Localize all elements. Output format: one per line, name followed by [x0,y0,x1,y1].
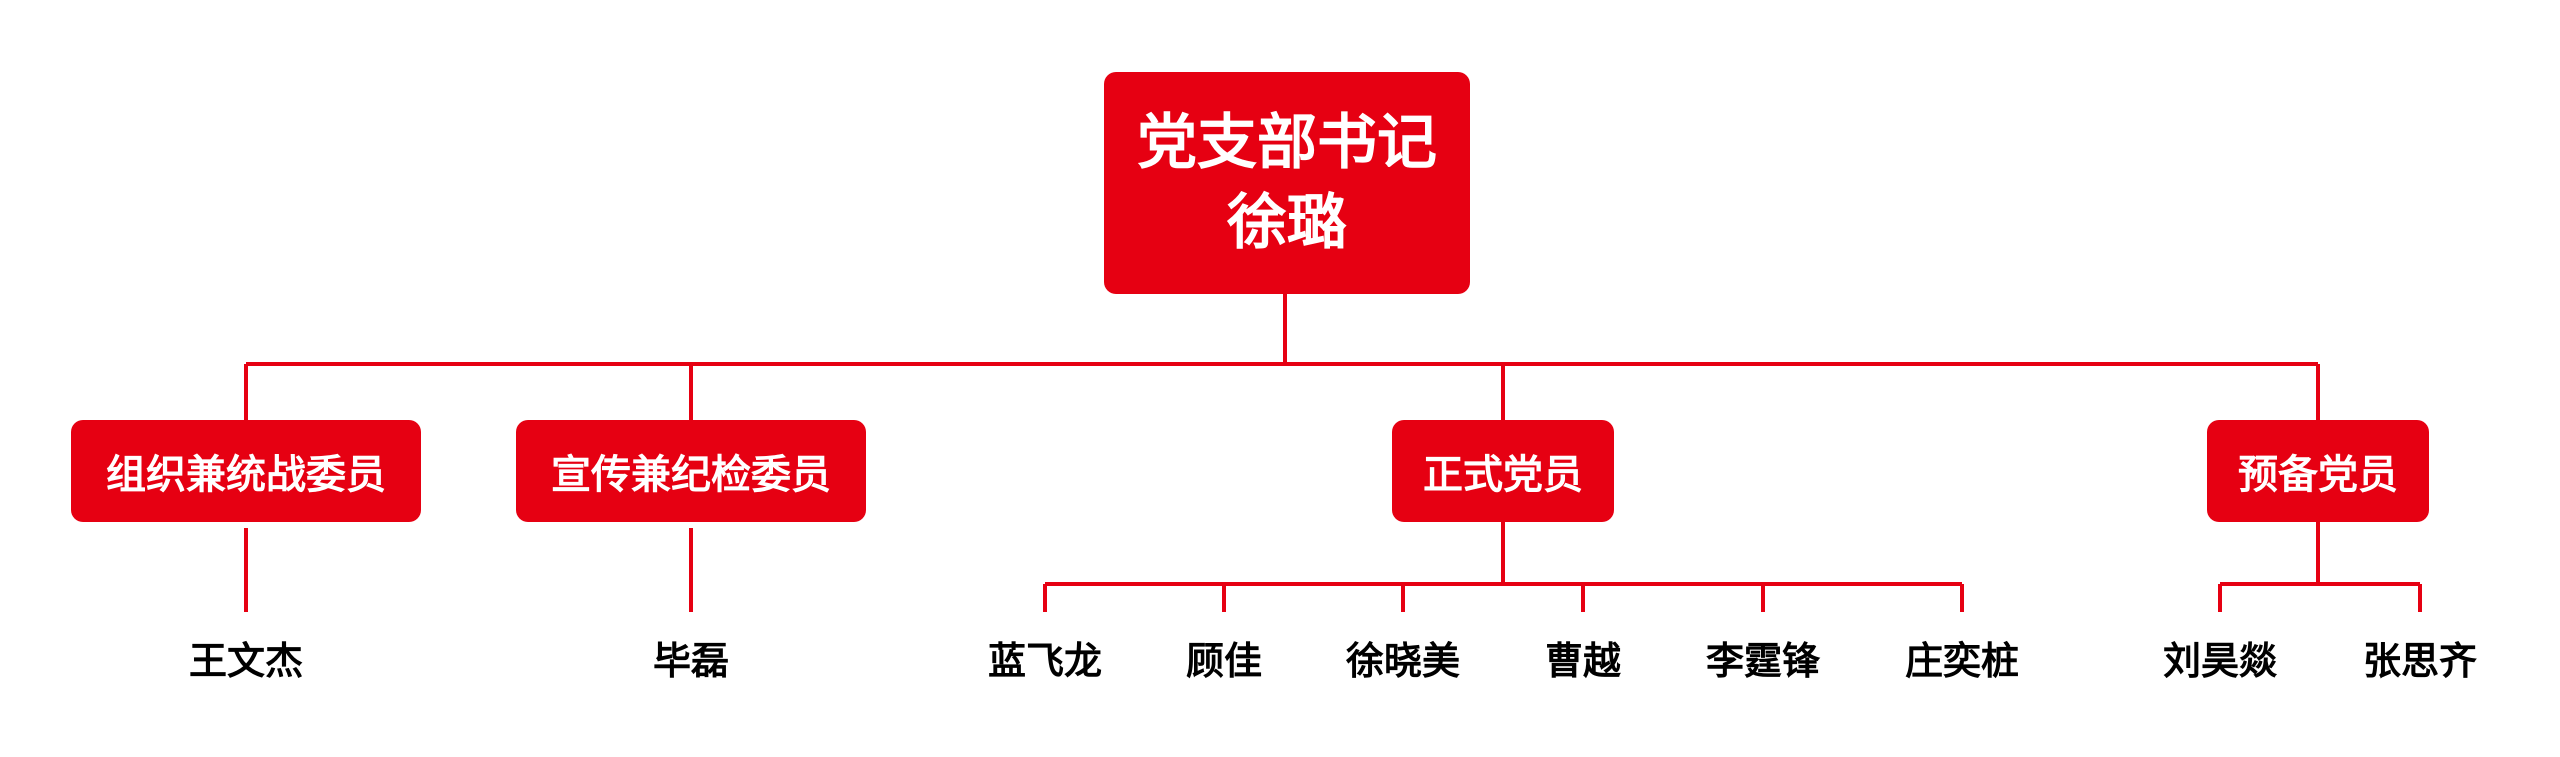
member-name: 张思齐 [2362,639,2478,683]
group-box-4: 预备党员 [2207,420,2429,522]
group-box-1: 组织兼统战委员 [71,420,421,522]
group-label-3: 正式党员 [1423,452,1583,498]
group-label-4: 预备党员 [2238,452,2398,498]
group-box-3: 正式党员 [1392,420,1614,522]
member-name: 庄奕桩 [1904,639,2020,683]
member-name: 蓝飞龙 [987,639,1103,683]
root-name: 徐璐 [1227,188,1347,258]
root-box: 党支部书记 徐璐 [1104,72,1470,294]
member-name: 顾佳 [1185,639,1263,683]
member-name: 徐晓美 [1345,639,1461,683]
group-label-1: 组织兼统战委员 [106,452,386,498]
group-label-2: 宣传兼纪检委员 [551,452,831,498]
member-name: 毕磊 [652,639,730,683]
group-box-2: 宣传兼纪检委员 [516,420,866,522]
member-name: 李霆锋 [1705,639,1821,683]
member-name: 刘昊燚 [2162,639,2278,683]
member-name: 曹越 [1544,639,1622,683]
root-title: 党支部书记 [1137,108,1437,178]
member-name: 王文杰 [188,639,304,683]
